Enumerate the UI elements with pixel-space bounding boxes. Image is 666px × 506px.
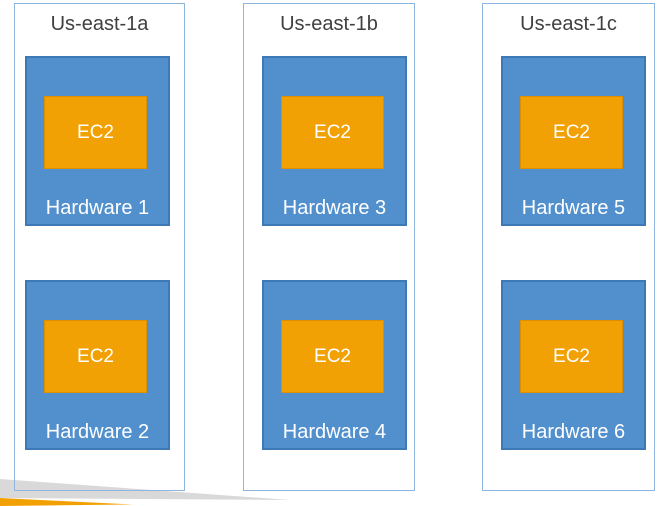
hardware-label: Hardware 5 <box>521 197 626 219</box>
gray-ribbon-shape <box>0 479 290 500</box>
hardware-label: Hardware 6 <box>521 421 626 443</box>
zone-us-east-1a: Us-east-1a EC2 Hardware 1 EC2 Hardware 2 <box>14 3 185 491</box>
zone-title: Us-east-1b <box>280 13 378 35</box>
zone-us-east-1c: Us-east-1c EC2 Hardware 5 EC2 Hardware 6 <box>482 3 655 491</box>
hardware-label: Hardware 1 <box>45 197 150 219</box>
hardware-box-1: EC2 Hardware 1 <box>25 56 170 226</box>
ec2-instance-box: EC2 <box>281 96 384 169</box>
hardware-box-6: EC2 Hardware 6 <box>501 280 646 450</box>
zone-title: Us-east-1c <box>520 13 617 35</box>
zone-title: Us-east-1a <box>50 13 149 35</box>
zone-us-east-1b: Us-east-1b EC2 Hardware 3 EC2 Hardware 4 <box>243 3 415 491</box>
ec2-instance-box: EC2 <box>520 320 623 393</box>
ec2-instance-box: EC2 <box>44 320 147 393</box>
orange-ribbon-shape <box>0 498 133 506</box>
hardware-label: Hardware 2 <box>45 421 150 443</box>
hardware-box-2: EC2 Hardware 2 <box>25 280 170 450</box>
ec2-instance-box: EC2 <box>520 96 623 169</box>
hardware-label: Hardware 3 <box>282 197 387 219</box>
ec2-instance-box: EC2 <box>44 96 147 169</box>
hardware-box-3: EC2 Hardware 3 <box>262 56 407 226</box>
hardware-box-4: EC2 Hardware 4 <box>262 280 407 450</box>
hardware-label: Hardware 4 <box>282 421 387 443</box>
ec2-instance-box: EC2 <box>281 320 384 393</box>
hardware-box-5: EC2 Hardware 5 <box>501 56 646 226</box>
